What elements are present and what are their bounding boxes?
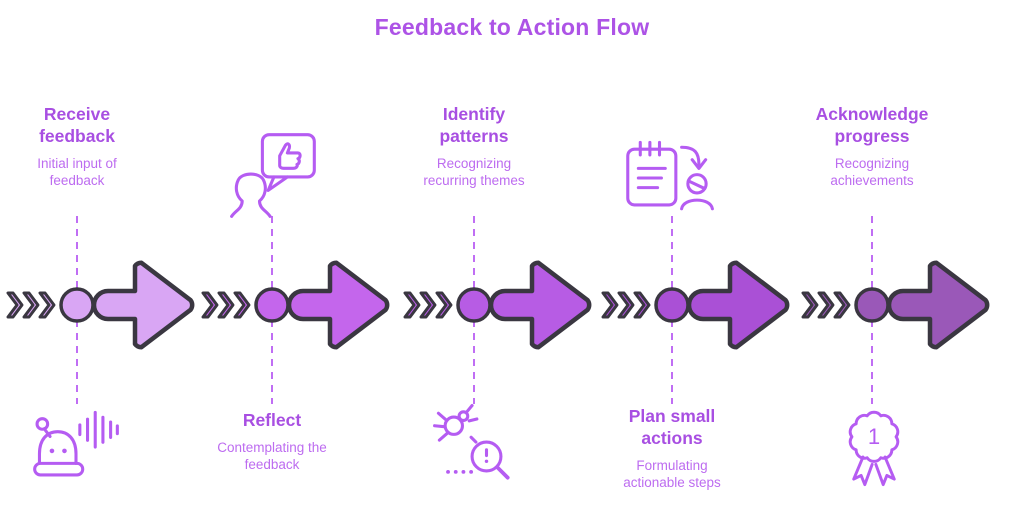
stage-node-dot [254, 287, 290, 323]
chevron-icon [633, 291, 651, 319]
forward-arrow [488, 260, 592, 350]
voice-bot-icon [26, 402, 126, 494]
stage-heading: Acknowledge progress [815, 104, 929, 146]
stage-description: Contemplating the feedback [217, 439, 327, 473]
flow-arrow-unit [201, 260, 390, 350]
flow-arrow-unit [403, 260, 592, 350]
chevron-icon [601, 291, 619, 319]
flow-arrow-band [6, 260, 990, 350]
stage-heading: Reflect [242, 410, 302, 430]
stage-description: Formulating actionable steps [623, 457, 721, 491]
forward-arrow [886, 260, 990, 350]
stage-node-dot [59, 287, 95, 323]
award-rank-number: 1 [868, 424, 880, 449]
chevron-icon [6, 291, 24, 319]
stage-description: Initial input of feedback [37, 155, 117, 189]
stage-text-plan-small-actions: Plan small actions Formulating actionabl… [583, 406, 761, 492]
chevron-icon [38, 291, 56, 319]
chevron-icon [403, 291, 421, 319]
stage-description: Recognizing achievements [830, 155, 914, 189]
stage-text-reflect: Reflect Contemplating the feedback [183, 410, 361, 474]
chevron-icon [817, 291, 835, 319]
stage-heading: Plan small actions [628, 406, 716, 448]
stage-text-acknowledge-progress: Acknowledge progress Recognizing achieve… [783, 104, 961, 190]
stage-text-identify-patterns: Identify patterns Recognizing recurring … [385, 104, 563, 190]
page-title: Feedback to Action Flow [374, 14, 650, 40]
flow-arrow-unit [601, 260, 790, 350]
person-feedback-bubble-icon [222, 130, 322, 222]
chevron-icon [801, 291, 819, 319]
stage-text-receive-feedback: Receive feedback Initial input of feedba… [0, 104, 166, 190]
award-ribbon-icon: 1 [824, 400, 924, 492]
chevron-icon [833, 291, 851, 319]
flow-arrow-unit [801, 260, 990, 350]
chevron-icon [617, 291, 635, 319]
flow-arrow-unit [6, 260, 195, 350]
stage-heading: Identify patterns [439, 104, 509, 146]
stage-description: Recognizing recurring themes [423, 155, 525, 189]
stage-node-dot [456, 287, 492, 323]
forward-arrow [286, 260, 390, 350]
forward-arrow [91, 260, 195, 350]
forward-arrow [686, 260, 790, 350]
chevron-icon [217, 291, 235, 319]
chevron-icon [435, 291, 453, 319]
chevron-icon [201, 291, 219, 319]
chevron-icon [22, 291, 40, 319]
notepad-assign-icon [622, 132, 722, 224]
stage-heading: Receive feedback [39, 104, 115, 146]
chevron-icon [233, 291, 251, 319]
stage-node-dot [654, 287, 690, 323]
bug-magnifier-icon [424, 398, 524, 490]
chevron-icon [419, 291, 437, 319]
stage-node-dot [854, 287, 890, 323]
